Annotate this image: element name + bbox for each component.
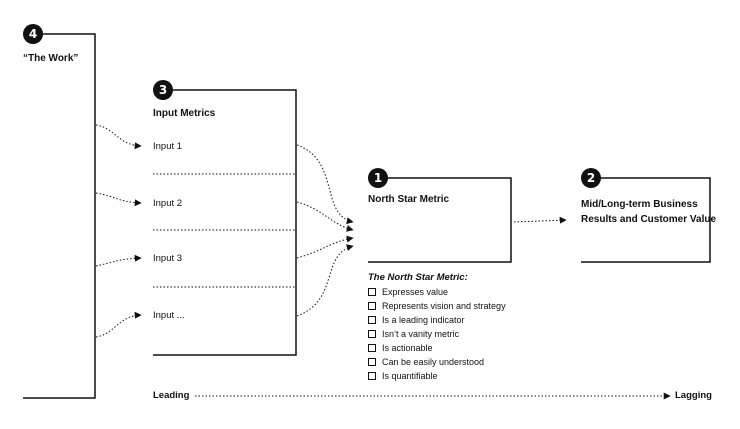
checklist-item: Expresses value xyxy=(368,286,448,298)
checkbox-icon xyxy=(368,344,376,352)
checkbox-icon xyxy=(368,358,376,366)
checklist-item-label: Represents vision and strategy xyxy=(382,301,506,311)
inputs-title: Input Metrics xyxy=(153,108,216,119)
input-to-northstar-arrow xyxy=(296,244,354,317)
step-badge: 2 xyxy=(581,168,601,188)
northstar-title: North Star Metric xyxy=(368,194,450,205)
business-title-line: Results and Customer Value xyxy=(581,214,717,225)
work-bracket xyxy=(23,33,96,399)
timeline-end-label: Lagging xyxy=(675,390,712,401)
timeline-start-label: Leading xyxy=(153,390,190,401)
checklist-item: Is quantifiable xyxy=(368,370,438,382)
checklist-item-label: Isn’t a vanity metric xyxy=(382,329,460,339)
checkbox-icon xyxy=(368,288,376,296)
work-title: “The Work” xyxy=(23,53,79,64)
checklist-item-label: Is actionable xyxy=(382,343,433,353)
checklist-item: Is actionable xyxy=(368,342,433,354)
checklist-item: Isn’t a vanity metric xyxy=(368,328,459,340)
input-label: Input ... xyxy=(153,310,185,321)
work-to-input-arrow xyxy=(95,254,142,267)
checklist-item: Is a leading indicator xyxy=(368,314,465,326)
checkbox-icon xyxy=(368,316,376,324)
inputs-box-outline xyxy=(153,89,297,356)
business-title: Mid/Long-term Business Results and Custo… xyxy=(581,197,716,227)
checklist-title: The North Star Metric: xyxy=(368,272,468,283)
checkbox-icon xyxy=(368,302,376,310)
input-to-northstar-arrow xyxy=(296,235,354,259)
checklist-item-label: Is a leading indicator xyxy=(382,315,465,325)
northstar-box-outline xyxy=(368,177,512,263)
step-badge: 4 xyxy=(23,24,43,44)
work-to-input-arrow xyxy=(95,192,142,207)
checklist-item-label: Is quantifiable xyxy=(382,371,438,381)
business-title-line: Mid/Long-term Business xyxy=(581,199,698,210)
business-box-outline xyxy=(581,177,711,263)
work-to-input-arrow xyxy=(95,124,142,150)
input-label: Input 1 xyxy=(153,141,183,152)
checklist-item: Represents vision and strategy xyxy=(368,300,506,312)
checklist-item-label: Can be easily understood xyxy=(382,357,485,367)
step-badge: 1 xyxy=(368,168,388,188)
input-label: Input 2 xyxy=(153,198,183,209)
northstar-to-business-arrow xyxy=(513,216,567,224)
input-label: Input 3 xyxy=(153,253,183,264)
checkbox-icon xyxy=(368,372,376,380)
work-to-input-arrow xyxy=(95,311,142,338)
step-badge: 3 xyxy=(153,80,173,100)
input-to-northstar-arrow xyxy=(296,201,354,232)
checklist-item: Can be easily understood xyxy=(368,356,484,368)
checklist-item-label: Expresses value xyxy=(382,287,449,297)
input-to-northstar-arrow xyxy=(296,144,354,225)
checkbox-icon xyxy=(368,330,376,338)
